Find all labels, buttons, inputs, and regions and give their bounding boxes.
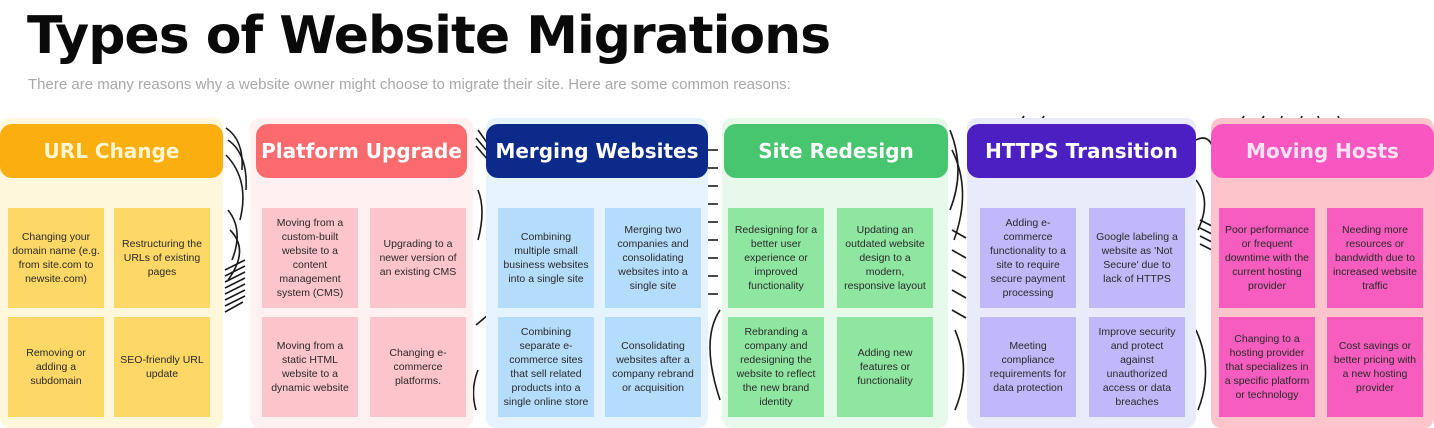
page-subtitle: There are many reasons why a website own…: [28, 76, 791, 93]
column-url-change: URL Change Changing your domain name (e.…: [0, 118, 223, 428]
card: Rebranding a company and redesigning the…: [728, 317, 824, 417]
column-platform-upgrade: Platform Upgrade Moving from a custom-bu…: [250, 118, 473, 428]
card: Improve security and protect against una…: [1089, 317, 1185, 417]
card: Meeting compliance requirements for data…: [980, 317, 1076, 417]
page-title: Types of Website Migrations: [27, 6, 831, 66]
card: Redesigning for a better user experience…: [728, 208, 824, 308]
card: Updating an outdated website design to a…: [837, 208, 933, 308]
column-header: HTTPS Transition: [967, 124, 1196, 178]
card: Moving from a custom-built website to a …: [262, 208, 358, 308]
card: Restructuring the URLs of existing pages: [114, 208, 210, 308]
card: Adding e-commerce functionality to a sit…: [980, 208, 1076, 308]
card: Changing e-commerce platforms.: [370, 317, 466, 417]
card: Changing your domain name (e.g. from sit…: [8, 208, 104, 308]
card: Changing to a hosting provider that spec…: [1219, 317, 1315, 417]
column-moving-hosts: Moving Hosts Poor performance or frequen…: [1211, 118, 1434, 428]
card: Consolidating websites after a company r…: [605, 317, 701, 417]
card: Needing more resources or bandwidth due …: [1327, 208, 1423, 308]
column-header: Platform Upgrade: [256, 124, 467, 178]
column-site-redesign: Site Redesign Redesigning for a better u…: [722, 118, 948, 428]
card: Merging two companies and consolidating …: [605, 208, 701, 308]
card: SEO-friendly URL update: [114, 317, 210, 417]
card: Upgrading to a newer version of an exist…: [370, 208, 466, 308]
column-merging-websites: Merging Websites Combining multiple smal…: [486, 118, 708, 428]
card: Removing or adding a subdomain: [8, 317, 104, 417]
column-header: Moving Hosts: [1211, 124, 1434, 178]
card: Google labeling a website as 'Not Secure…: [1089, 208, 1185, 308]
column-header: Merging Websites: [486, 124, 708, 178]
card: Combining multiple small business websit…: [498, 208, 594, 308]
column-https-transition: HTTPS Transition Adding e-commerce funct…: [967, 118, 1196, 428]
card: Cost savings or better pricing with a ne…: [1327, 317, 1423, 417]
column-header: URL Change: [0, 124, 223, 178]
card: Poor performance or frequent downtime wi…: [1219, 208, 1315, 308]
card: Combining separate e-commerce sites that…: [498, 317, 594, 417]
card: Adding new features or functionality: [837, 317, 933, 417]
column-header: Site Redesign: [724, 124, 948, 178]
card: Moving from a static HTML website to a d…: [262, 317, 358, 417]
